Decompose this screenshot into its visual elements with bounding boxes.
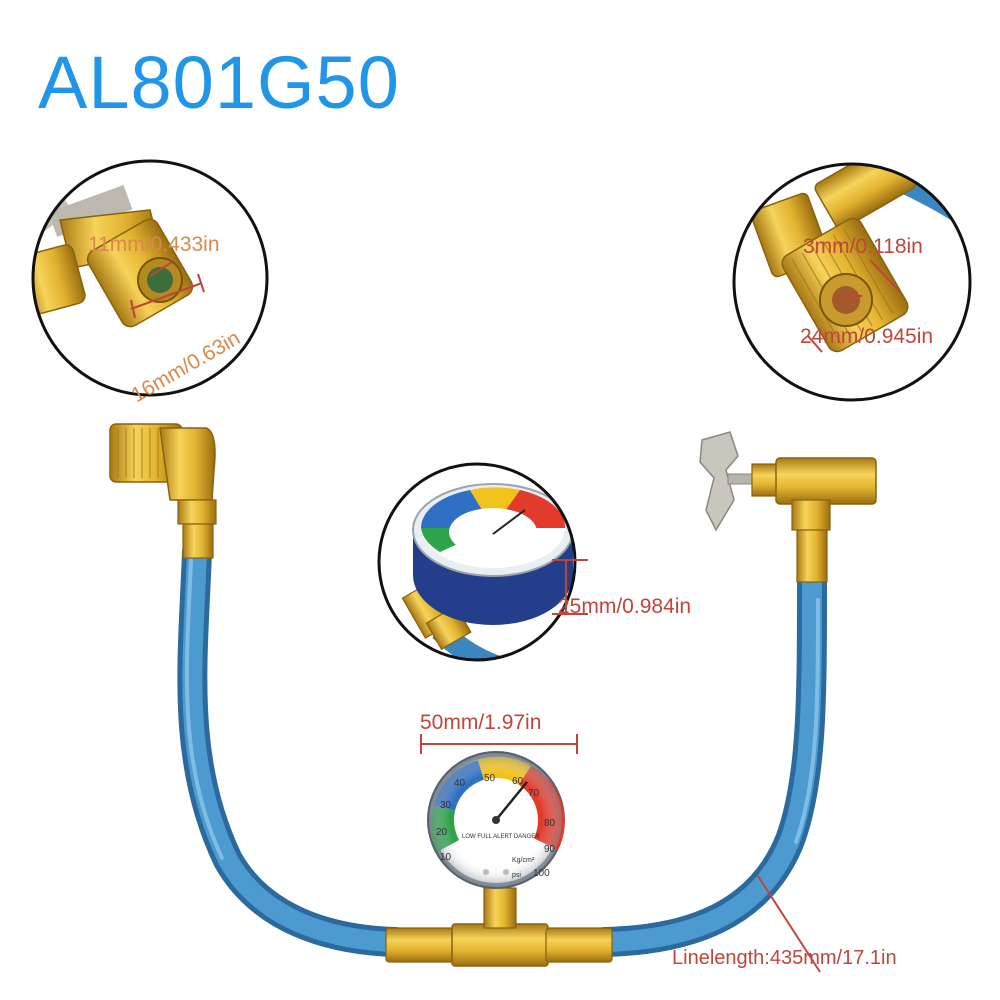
model-title: AL801G50 xyxy=(38,41,400,124)
right-hose xyxy=(590,567,827,957)
scale-label-20: 20 xyxy=(436,827,448,838)
pressure-gauge: 10 20 30 40 50 60 70 80 90 100 LOW FULL … xyxy=(427,751,565,889)
left-hose xyxy=(177,537,410,957)
left-quick-coupler xyxy=(109,423,217,559)
right-coupler-inner-label: 3mm/0.118in xyxy=(803,235,923,258)
scale-label-40: 40 xyxy=(454,778,466,789)
detail-right-coupler xyxy=(732,162,972,402)
left-coupler-inner-label: 11mm/0.433in xyxy=(88,233,220,256)
scale-label-10: 10 xyxy=(440,852,452,863)
scale-label-50: 50 xyxy=(484,773,496,784)
scale-label-90: 90 xyxy=(544,844,556,855)
scale-label-70: 70 xyxy=(528,788,540,799)
scale-label-60: 60 xyxy=(512,776,524,787)
gauge-depth-label: 25mm/0.984in xyxy=(558,595,692,618)
hose-assembly: 10 20 30 40 50 60 70 80 90 100 LOW FULL … xyxy=(109,423,877,967)
detail-left-coupler xyxy=(31,159,269,397)
gauge-diameter-label: 50mm/1.97in xyxy=(420,711,542,734)
diameter-dimension-line xyxy=(420,734,578,754)
scale-label-30: 30 xyxy=(440,800,452,811)
detail-gauge-side xyxy=(377,462,588,662)
tee-fitting xyxy=(385,887,613,967)
right-valve-tap xyxy=(699,431,877,583)
gauge-unit-psi: psi xyxy=(512,872,521,879)
scale-label-100: 100 xyxy=(533,868,550,879)
scale-label-80: 80 xyxy=(544,818,556,829)
gauge-unit-kg: Kg/cm² xyxy=(512,857,535,864)
right-coupler-outer-label: 24mm/0.945in xyxy=(800,325,934,348)
line-length-leader xyxy=(757,875,821,973)
line-length-label: Linelength:435mm/17.1in xyxy=(672,947,897,969)
gauge-caption: LOW FULL ALERT DANGER xyxy=(462,834,540,840)
